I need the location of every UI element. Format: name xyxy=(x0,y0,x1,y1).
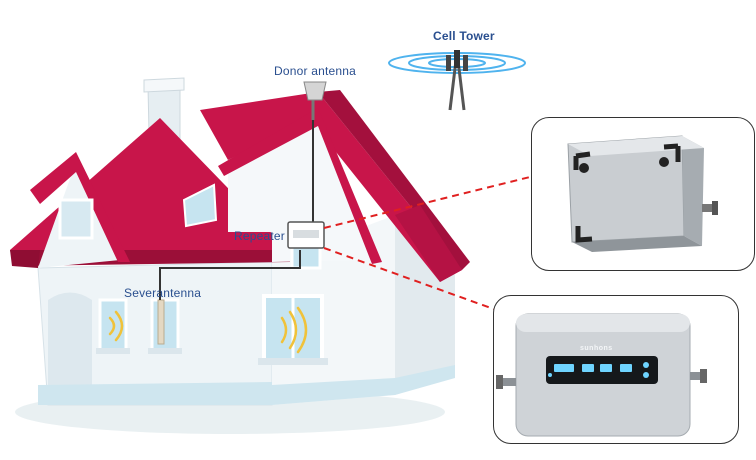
server-antenna-icon xyxy=(157,299,165,345)
repeater-unit-icon xyxy=(287,221,325,249)
device-brand: sunhons xyxy=(580,345,613,352)
window-large xyxy=(258,294,328,365)
callout-connector xyxy=(323,175,535,313)
repeater-label: Repeater xyxy=(234,229,285,243)
device-back-image xyxy=(567,135,718,252)
donor-antenna-label: Donor antenna xyxy=(274,64,356,78)
device-back-callout xyxy=(531,117,755,271)
cell-tower-label: Cell Tower xyxy=(433,29,495,43)
donor-antenna-icon xyxy=(303,81,327,120)
device-front-callout: sunhons xyxy=(493,295,739,444)
signal-wave-icon xyxy=(108,306,308,354)
gable-roof-left xyxy=(30,152,130,268)
cable xyxy=(159,100,314,300)
window-left xyxy=(96,298,130,354)
cell-tower-icon xyxy=(388,50,526,111)
window-middle xyxy=(148,298,182,354)
server-antenna-label: Severantenna xyxy=(124,286,202,300)
eave-left xyxy=(10,250,40,268)
device-front-image xyxy=(496,313,707,437)
